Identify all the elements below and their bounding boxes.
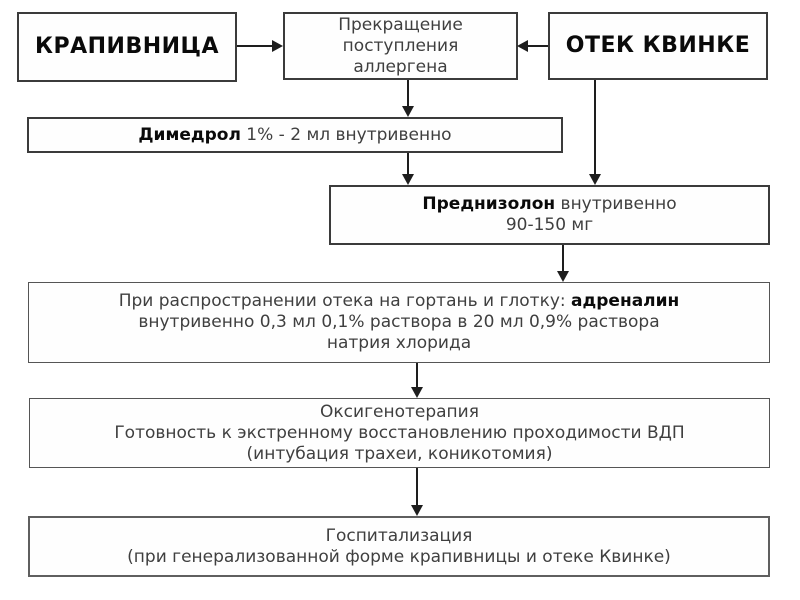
arrow-stop-allergen-to-dimedrol-line [407, 80, 409, 108]
node-oxygen-therapy-line2: Готовность к экстренному восстановлению … [114, 422, 685, 443]
node-stop-allergen-line2: поступления [342, 35, 459, 56]
node-quincke-edema-label: ОТЕК КВИНКЕ [565, 33, 751, 58]
arrow-dimedrol-to-prednisolone-head [402, 174, 414, 185]
node-stop-allergen-line3: аллергена [353, 56, 448, 77]
node-adrenaline-line1: При распространении отека на гортань и г… [119, 291, 680, 312]
node-adrenaline-line2: внутривенно 0,3 мл 0,1% раствора в 20 мл… [138, 312, 660, 332]
node-dimedrol-drug: Димедрол [138, 124, 241, 145]
arrow-quincke-to-prednisolone-head [589, 174, 601, 185]
arrow-oxygen-to-hospitalization-head [411, 505, 423, 516]
node-prednisolone: Преднизолон внутривенно 90-150 мг [329, 185, 770, 245]
node-stop-allergen-line1: Прекращение [338, 14, 463, 35]
node-dimedrol-dose: 1% - 2 мл внутривенно [240, 124, 452, 145]
node-stop-allergen: Прекращение поступления аллергена [283, 12, 518, 80]
node-hospitalization: Госпитализация (при генерализованной фор… [28, 516, 770, 577]
node-hospitalization-line1: Госпитализация [325, 525, 473, 546]
arrow-quincke-to-prednisolone-line [594, 80, 596, 175]
arrow-adrenaline-to-oxygen-head [411, 387, 423, 398]
arrow-dimedrol-to-prednisolone-line [407, 153, 409, 175]
node-urticaria-label: КРАПИВНИЦА [35, 34, 219, 59]
node-adrenaline-condition: При распространении отека на гортань и г… [118, 291, 572, 311]
node-hospitalization-line2: (при генерализованной форме крапивницы и… [127, 546, 671, 567]
node-oxygen-therapy-line3: (интубация трахеи, коникотомия) [246, 443, 553, 464]
node-dimedrol-label: Димедрол 1% - 2 мл внутривенно [138, 125, 451, 146]
node-oxygen-therapy-line1: Оксигенотерапия [320, 401, 479, 422]
node-urticaria: КРАПИВНИЦА [17, 12, 237, 82]
arrow-prednisolone-to-adrenaline-head [557, 271, 569, 282]
arrow-urticaria-to-stop-allergen-line [237, 45, 274, 47]
node-quincke-edema: ОТЕК КВИНКЕ [548, 12, 768, 80]
node-adrenaline: При распространении отека на гортань и г… [28, 282, 770, 363]
node-prednisolone-dose: 90-150 мг [505, 215, 594, 235]
node-prednisolone-drug: Преднизолон [422, 194, 556, 214]
arrow-urticaria-to-stop-allergen-head [272, 40, 283, 52]
node-dimedrol: Димедрол 1% - 2 мл внутривенно [27, 117, 563, 153]
node-oxygen-therapy: Оксигенотерапия Готовность к экстренному… [29, 398, 770, 468]
arrow-stop-allergen-to-dimedrol-head [402, 106, 414, 117]
arrow-prednisolone-to-adrenaline-line [562, 245, 564, 272]
node-adrenaline-drug: адреналин [571, 291, 680, 311]
arrow-quincke-to-stop-allergen-line [528, 45, 548, 47]
arrow-adrenaline-to-oxygen-line [416, 363, 418, 388]
arrow-quincke-to-stop-allergen-head [517, 40, 528, 52]
node-prednisolone-route: внутривенно [555, 194, 677, 214]
node-prednisolone-line1: Преднизолон внутривенно [422, 194, 676, 215]
arrow-oxygen-to-hospitalization-line [416, 468, 418, 506]
node-adrenaline-line3: натрия хлорида [326, 333, 472, 353]
